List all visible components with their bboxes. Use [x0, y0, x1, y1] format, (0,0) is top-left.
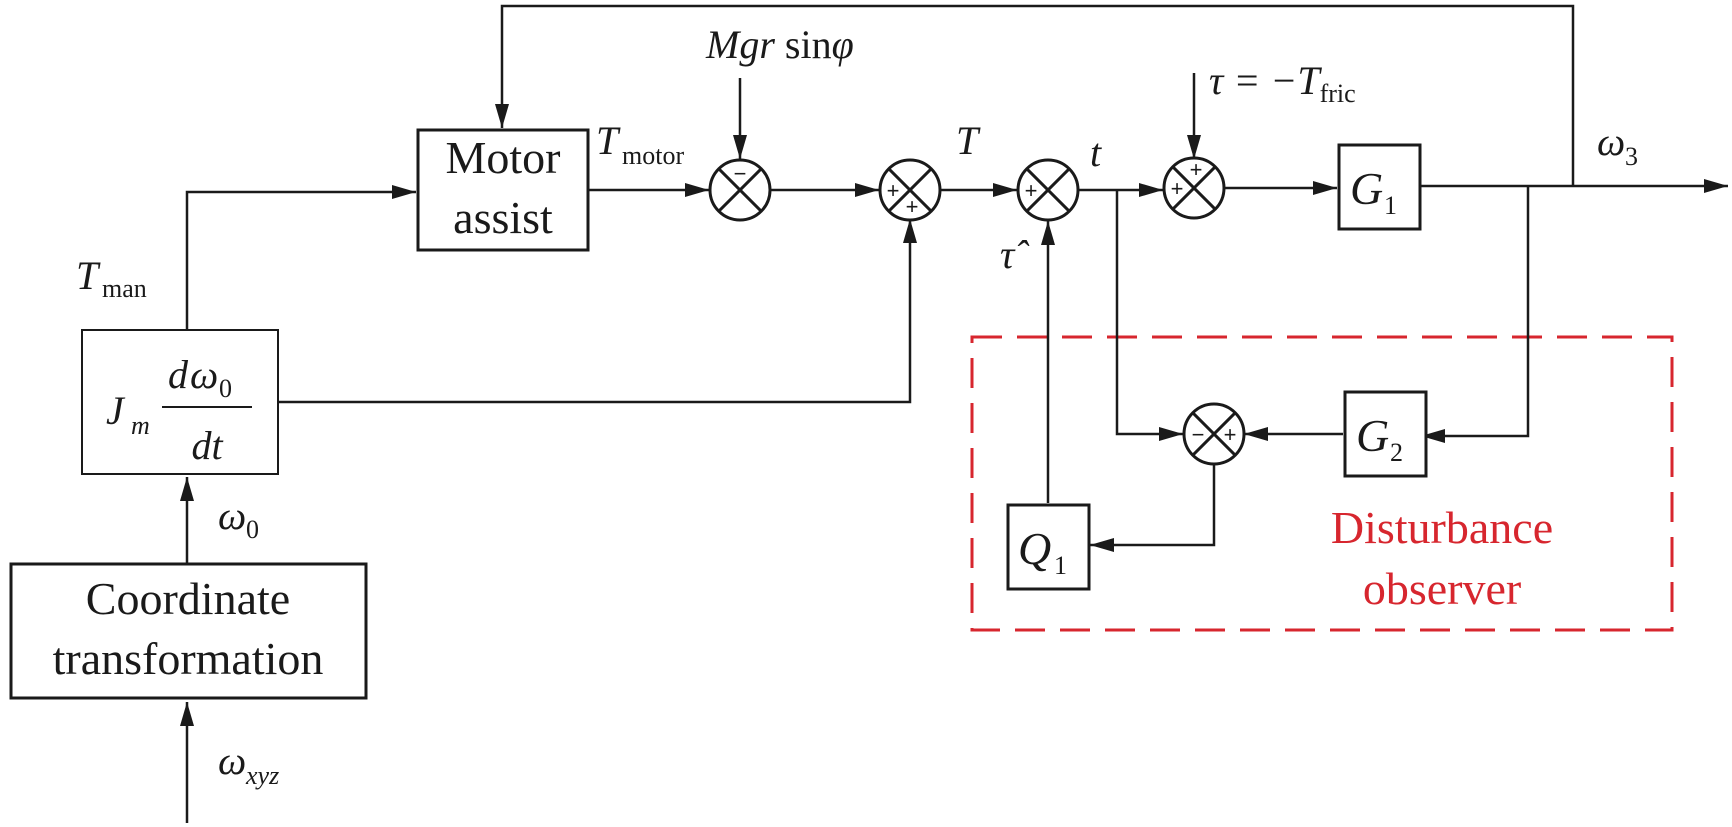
omega-xyz-sub: xyz — [245, 761, 279, 790]
s2-sign-bottom: + — [906, 194, 919, 219]
s5-sign-right: + — [1224, 422, 1237, 447]
g2-letter: G — [1356, 410, 1389, 461]
summing-junction-1 — [708, 158, 772, 222]
T-label: T — [956, 118, 981, 163]
q1-block — [1006, 503, 1091, 591]
s4-sign-top: + — [1190, 157, 1203, 182]
jm-J: J — [106, 388, 126, 433]
arrow-t-to-s5 — [1115, 190, 1183, 441]
disturbance-observer-line1: Disturbance — [1331, 502, 1553, 553]
t-motor-sub: motor — [622, 141, 684, 170]
motor-assist-line1: Motor — [446, 132, 561, 183]
jm-num-sub: 0 — [219, 374, 232, 403]
omega-0-main: ω — [218, 493, 246, 538]
summing-junction-4 — [1162, 156, 1226, 220]
summing-junction-5 — [1182, 402, 1246, 466]
omega-0-sub: 0 — [246, 515, 259, 544]
jm-den: dt — [191, 423, 223, 468]
arrow-to-g2 — [1421, 186, 1530, 443]
t-man-main: T — [76, 253, 101, 298]
jm-num-omega: ω — [190, 352, 218, 397]
jm-num-d: d — [168, 352, 189, 397]
motor-assist-line2: assist — [453, 192, 553, 243]
omega-3-main: ω — [1597, 119, 1625, 164]
arrow-t-man — [185, 185, 416, 330]
coordinate-transformation-line1: Coordinate — [86, 573, 290, 624]
omega-3-sub: 3 — [1625, 142, 1638, 171]
coordinate-transformation-line2: transformation — [53, 633, 324, 684]
s2-sign-left: + — [887, 178, 900, 203]
omega-xyz-main: ω — [218, 738, 246, 783]
summing-junction-2 — [878, 158, 942, 222]
t-label: t — [1090, 130, 1102, 175]
g1-letter: G — [1350, 163, 1383, 214]
tau-hat-label: τ̂ — [1000, 232, 1029, 277]
arrow-s5-q1 — [1090, 465, 1216, 552]
s4-sign-left: + — [1171, 176, 1184, 201]
t-motor-main: T — [596, 118, 621, 163]
s3-sign-left: + — [1025, 178, 1038, 203]
g2-sub: 2 — [1390, 438, 1403, 467]
coordinate-transformation-block — [9, 562, 368, 700]
q1-sub: 1 — [1054, 551, 1067, 580]
q1-letter: Q — [1018, 523, 1051, 574]
disturbance-observer-line2: observer — [1363, 563, 1521, 614]
g1-sub: 1 — [1384, 191, 1397, 220]
jm-m: m — [131, 411, 150, 440]
s1-sign-top: − — [734, 161, 747, 186]
t-man-sub: man — [102, 274, 147, 303]
mgr-label: Mgr sinφ — [705, 22, 854, 67]
motor-assist-block — [416, 128, 590, 252]
tau-fric-label: τ = −Tfric — [1209, 58, 1356, 108]
summing-junction-3 — [1016, 158, 1080, 222]
s5-sign-left: − — [1192, 422, 1205, 447]
g2-block — [1343, 390, 1428, 478]
jm-derivative-block — [81, 329, 279, 475]
arrow-feedback-motor — [495, 4, 1575, 186]
arrow-jm-feedforward — [279, 219, 917, 404]
g1-block — [1337, 143, 1422, 231]
